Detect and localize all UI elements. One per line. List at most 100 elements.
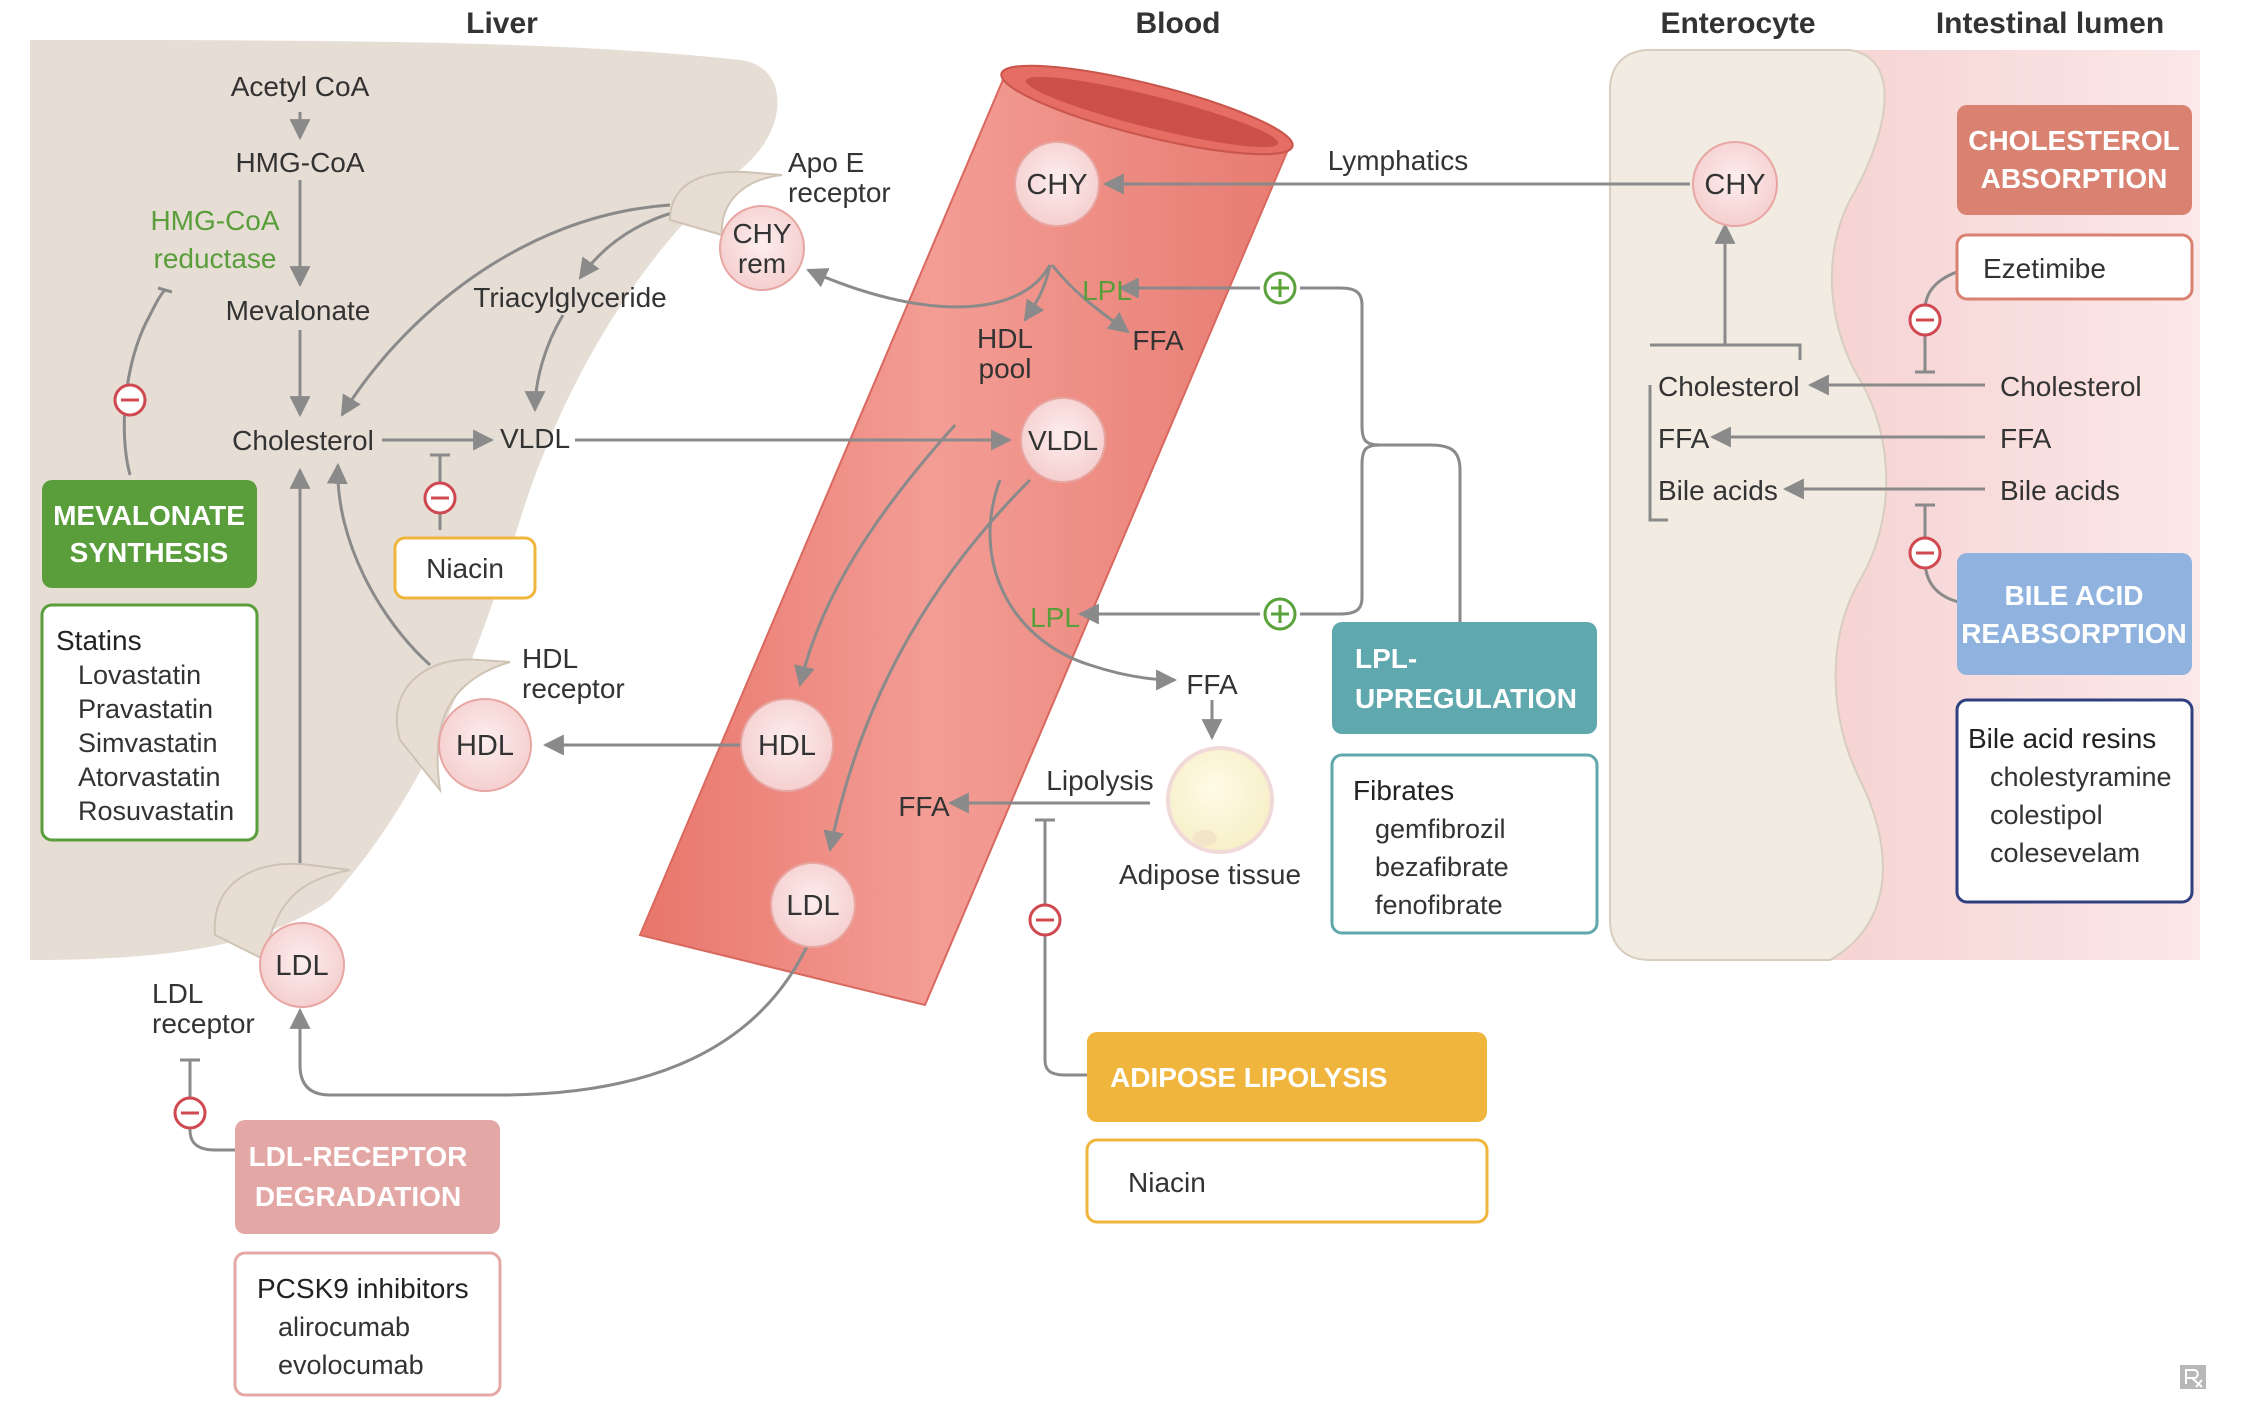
rx-logo-icon <box>2180 1365 2206 1389</box>
svg-text:ABSORPTION: ABSORPTION <box>1981 163 2168 194</box>
ldl-liver-node: LDL <box>259 922 345 1008</box>
mevalonate-synthesis-box: MEVALONATE SYNTHESIS <box>42 480 257 588</box>
chy-enterocyte-node: CHY <box>1692 141 1778 227</box>
minus-icon <box>173 1096 207 1130</box>
drug-item: bezafibrate <box>1375 852 1509 882</box>
ffa-lipolysis-label: FFA <box>898 791 950 822</box>
ldl-receptor <box>213 862 351 962</box>
enterocyte-region <box>1609 49 1888 961</box>
pcsk9-box: PCSK9 inhibitors alirocumab evolocumab <box>233 1251 502 1397</box>
drug-item: colesevelam <box>1990 838 2140 868</box>
adipose-label: Adipose tissue <box>1119 859 1301 890</box>
svg-text:SYNTHESIS: SYNTHESIS <box>70 537 229 568</box>
acetyl-coa-label: Acetyl CoA <box>231 71 370 102</box>
lpl-top-label: LPL <box>1082 275 1132 306</box>
drug-item: Simvastatin <box>78 728 218 758</box>
svg-text:CHY: CHY <box>732 218 791 249</box>
cholesterol-enterocyte-label: Cholesterol <box>1658 371 1800 402</box>
svg-text:HDL: HDL <box>758 730 816 762</box>
hmg-coa-label: HMG-CoA <box>235 147 364 178</box>
svg-text:UPREGULATION: UPREGULATION <box>1355 683 1577 714</box>
ffa-lumen-label: FFA <box>2000 423 2052 454</box>
lpl-mid-label: LPL <box>1030 602 1080 633</box>
minus-icon <box>1028 903 1062 937</box>
svg-text:Ezetimibe: Ezetimibe <box>1983 253 2106 284</box>
svg-text:Niacin: Niacin <box>426 553 504 584</box>
ldl-receptor-degradation-box: LDL-RECEPTOR DEGRADATION <box>235 1120 500 1234</box>
plus-icon <box>1263 597 1297 631</box>
svg-text:VLDL: VLDL <box>1028 425 1098 456</box>
vldl-blood-node: VLDL <box>1020 397 1106 483</box>
bile-lumen-label: Bile acids <box>2000 475 2120 506</box>
bile-acid-resins-box: Bile acid resins cholestyramine colestip… <box>1955 698 2194 904</box>
ldl-blood-node: LDL <box>770 862 856 948</box>
svg-text:rem: rem <box>738 248 786 279</box>
svg-text:LPL-: LPL- <box>1355 643 1417 674</box>
drug-item: Atorvastatin <box>78 762 221 792</box>
svg-text:REABSORPTION: REABSORPTION <box>1961 618 2187 649</box>
ezetimibe-box: Ezetimibe <box>1955 233 2194 301</box>
pathway-arrows <box>122 112 1991 1152</box>
triacylglyceride-label: Triacylglyceride <box>473 282 666 313</box>
fibrates-box: Fibrates gemfibrozil bezafibrate fenofib… <box>1330 753 1599 935</box>
header-lumen: Intestinal lumen <box>1936 7 2164 40</box>
svg-text:LDL: LDL <box>786 890 839 922</box>
hdl-pool-label-1: HDL <box>977 323 1033 354</box>
ldl-receptor-label-2: receptor <box>152 1008 255 1039</box>
lpl-upregulation-box: LPL- UPREGULATION <box>1332 622 1597 734</box>
svg-text:Niacin: Niacin <box>1128 1167 1206 1198</box>
svg-text:PCSK9 inhibitors: PCSK9 inhibitors <box>257 1273 469 1304</box>
mevalonate-label: Mevalonate <box>226 295 371 326</box>
plus-icon <box>1263 271 1297 305</box>
svg-text:DEGRADATION: DEGRADATION <box>255 1181 461 1212</box>
drug-item: alirocumab <box>278 1312 410 1342</box>
vldl-liver-label: VLDL <box>500 423 570 454</box>
ffa-mid-label: FFA <box>1186 669 1238 700</box>
drug-item: fenofibrate <box>1375 890 1503 920</box>
svg-text:Bile acid resins: Bile acid resins <box>1968 723 2156 754</box>
cholesterol-liver-label: Cholesterol <box>232 425 374 456</box>
ldl-receptor-label-1: LDL <box>152 978 203 1009</box>
ffa-top-label: FFA <box>1132 325 1184 356</box>
minus-icon <box>1908 536 1942 570</box>
svg-text:Fibrates: Fibrates <box>1353 775 1454 806</box>
drug-item: gemfibrozil <box>1375 814 1506 844</box>
adipose-cell <box>1166 746 1274 854</box>
niacin-liver-box: Niacin <box>393 536 537 600</box>
hdl-receptor-label-1: HDL <box>522 643 578 674</box>
drug-item: colestipol <box>1990 800 2103 830</box>
svg-text:ADIPOSE LIPOLYSIS: ADIPOSE LIPOLYSIS <box>1110 1062 1387 1093</box>
svg-text:HDL: HDL <box>456 730 514 762</box>
header-enterocyte: Enterocyte <box>1660 7 1815 40</box>
hmg-coa-reductase-label-2: reductase <box>154 243 277 274</box>
header-liver: Liver <box>466 7 538 40</box>
hdl-blood-node: HDL <box>740 698 834 792</box>
statins-box: Statins Lovastatin Pravastatin Simvastat… <box>40 603 259 842</box>
lipolysis-label: Lipolysis <box>1046 765 1153 796</box>
drug-item: cholestyramine <box>1990 762 2172 792</box>
lymphatics-label: Lymphatics <box>1328 145 1469 176</box>
hdl-receptor-label-2: receptor <box>522 673 625 704</box>
minus-icon <box>423 481 457 515</box>
apoe-receptor <box>668 170 783 237</box>
svg-text:MEVALONATE: MEVALONATE <box>53 500 245 531</box>
niacin-adipose-box: Niacin <box>1085 1138 1489 1224</box>
apoe-receptor-label-1: Apo E <box>788 147 864 178</box>
drug-item: evolocumab <box>278 1350 424 1380</box>
minus-icon <box>1908 303 1942 337</box>
bile-enterocyte-label: Bile acids <box>1658 475 1778 506</box>
drug-item: Rosuvastatin <box>78 796 234 826</box>
svg-text:BILE ACID: BILE ACID <box>2005 580 2144 611</box>
chy-rem-node: CHY rem <box>719 205 805 291</box>
svg-text:Statins: Statins <box>56 625 142 656</box>
apoe-receptor-label-2: receptor <box>788 177 891 208</box>
cholesterol-absorption-box: CHOLESTEROL ABSORPTION <box>1957 105 2192 215</box>
header-blood: Blood <box>1136 7 1221 40</box>
svg-text:LDL-RECEPTOR: LDL-RECEPTOR <box>249 1141 468 1172</box>
chy-blood-node: CHY <box>1014 141 1100 227</box>
hmg-coa-reductase-label-1: HMG-CoA <box>150 205 279 236</box>
minus-icon <box>113 383 147 417</box>
drug-item: Pravastatin <box>78 694 213 724</box>
svg-text:LDL: LDL <box>275 950 328 982</box>
